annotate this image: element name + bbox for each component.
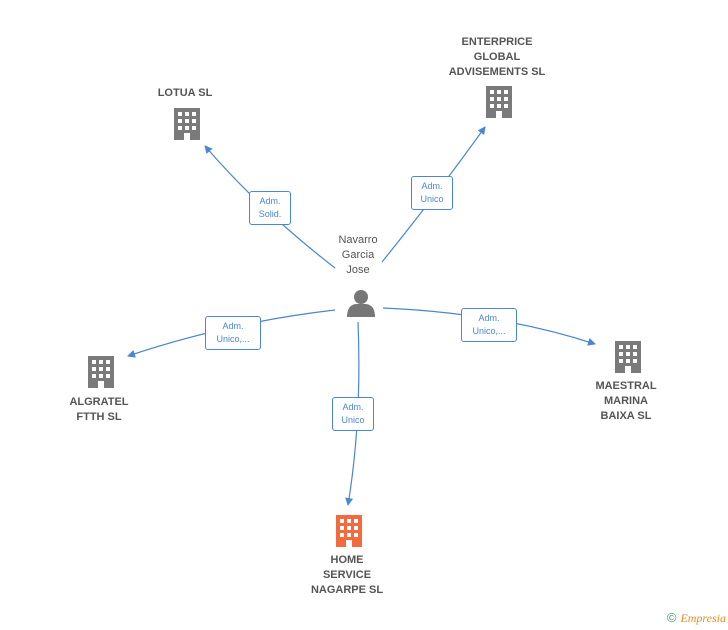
building-icon[interactable] xyxy=(174,108,200,140)
brand-logo: Empresia xyxy=(680,611,726,625)
building-icon[interactable] xyxy=(615,341,641,373)
company-name-lotua[interactable]: LOTUA SL xyxy=(157,87,213,99)
edge-label-lotua: Adm. Solid. xyxy=(249,191,291,225)
company-name-maestral[interactable]: MAESTRAL MARINA BAIXA SL xyxy=(595,380,657,422)
edge-label-maestral: Adm. Unico,... xyxy=(461,308,517,342)
edge-label-algratel: Adm. Unico,... xyxy=(205,316,261,350)
company-name-algratel[interactable]: ALGRATEL FTTH SL xyxy=(69,396,129,423)
edge-label-home: Adm. Unico xyxy=(332,397,374,431)
building-icon[interactable] xyxy=(486,86,512,118)
person-icon[interactable] xyxy=(347,290,375,317)
company-name-home[interactable]: HOME SERVICE NAGARPE SL xyxy=(310,554,384,596)
brand-footer: ©Empresia xyxy=(667,610,726,626)
building-icon[interactable] xyxy=(336,515,362,547)
company-name-enterprice[interactable]: ENTERPRICE GLOBAL ADVISEMENTS SL xyxy=(448,36,546,78)
person-name[interactable]: Navarro Garcia Jose xyxy=(338,234,378,276)
edge-label-enterprice: Adm. Unico xyxy=(411,176,453,210)
building-icon[interactable] xyxy=(88,356,114,388)
copyright-symbol: © xyxy=(666,610,677,625)
